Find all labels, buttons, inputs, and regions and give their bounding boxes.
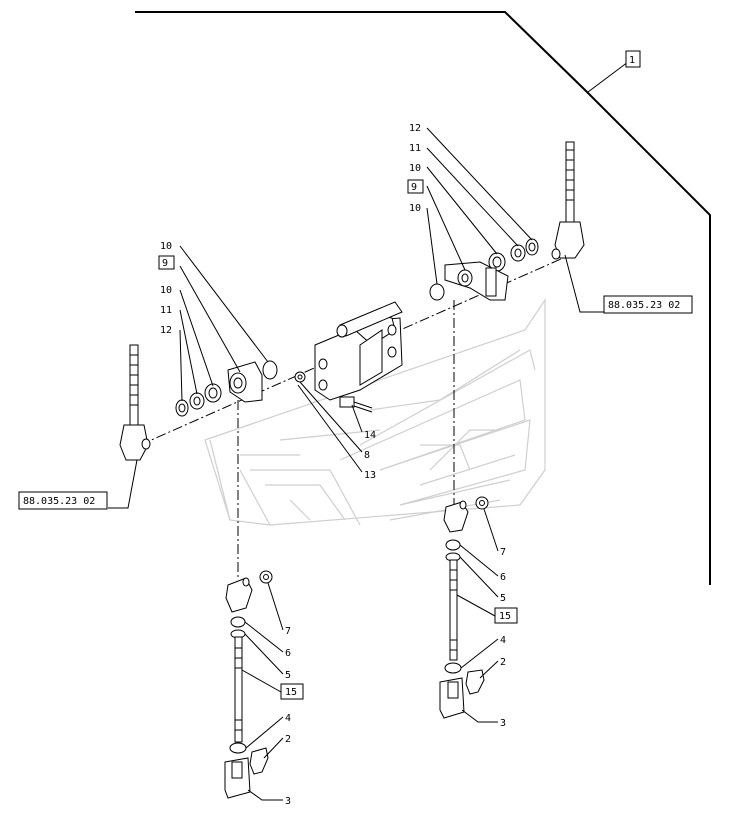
label-right-rod-2: 2	[500, 657, 506, 668]
label-left-rod-4: 4	[285, 713, 291, 724]
label-right-10b: 10	[409, 203, 421, 214]
label-right-9: 9	[411, 182, 417, 193]
label-center-14: 14	[364, 430, 376, 441]
label-right-10a: 10	[409, 163, 421, 174]
ref-left-label: 88.035.23 02	[23, 496, 95, 507]
label-right-12: 12	[409, 123, 421, 134]
callout-ref-right: 88.035.23 02	[564, 254, 693, 314]
label-right-11: 11	[409, 143, 421, 154]
left-leaders	[179, 245, 269, 402]
right-leaders	[426, 127, 533, 285]
label-right-rod-4: 4	[500, 635, 506, 646]
label-right-rod-7: 7	[500, 547, 506, 558]
left-lower-rod-assembly	[224, 570, 273, 799]
right-bush-10	[429, 283, 445, 301]
label-left-rod-6: 6	[285, 648, 291, 659]
label-left-rod-5: 5	[285, 670, 291, 681]
right-upper-ball-joint	[551, 141, 585, 260]
label-right-rod-6: 6	[500, 572, 506, 583]
right-lower-leaders	[456, 508, 499, 723]
ref-right-label: 88.035.23 02	[608, 300, 680, 311]
assembly-ref-label: 1	[629, 55, 635, 66]
label-right-rod-15: 15	[499, 611, 511, 622]
left-washers	[175, 383, 222, 417]
center-leaders	[297, 381, 363, 473]
label-right-rod-3: 3	[500, 718, 506, 729]
left-bracket	[227, 361, 263, 403]
tractor-outline-background	[204, 298, 546, 526]
right-bracket	[444, 261, 509, 301]
central-pivot-bracket	[314, 301, 403, 401]
label-center-8: 8	[364, 450, 370, 461]
label-left-11: 11	[160, 305, 172, 316]
label-center-13: 13	[364, 470, 376, 481]
bolt-14	[339, 396, 373, 413]
label-left-rod-2: 2	[285, 734, 291, 745]
label-left-rod-15: 15	[285, 687, 297, 698]
left-lower-leaders	[241, 582, 284, 801]
label-left-10a: 10	[160, 241, 172, 252]
right-lower-rod-assembly	[439, 496, 489, 719]
assembly-frame-line: 1	[135, 11, 711, 585]
label-left-rod-7: 7	[285, 626, 291, 637]
label-left-12: 12	[160, 325, 172, 336]
label-left-9: 9	[162, 258, 168, 269]
callout-ref-left: 88.035.23 02	[18, 459, 138, 510]
left-upper-ball-joint	[119, 344, 151, 461]
left-bush-10	[262, 360, 278, 380]
nut-8	[294, 371, 306, 383]
right-washers	[488, 238, 539, 272]
label-right-rod-5: 5	[500, 593, 506, 604]
label-left-rod-3: 3	[285, 796, 291, 807]
label-left-10b: 10	[160, 285, 172, 296]
